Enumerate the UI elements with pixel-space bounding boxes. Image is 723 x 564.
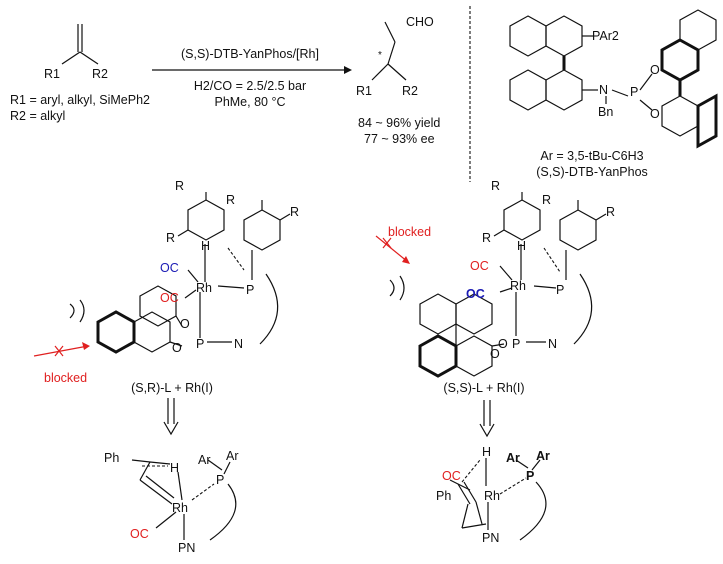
down-arrow-right (479, 400, 495, 438)
ts-left-oc: OC (130, 527, 149, 541)
ts-right-pn: PN (482, 531, 499, 545)
right-caption: (S,S)-L + Rh(I) (443, 381, 524, 395)
ligand-o-top: O (650, 63, 660, 77)
ts-left-pn: PN (178, 541, 195, 555)
ts-left-ph: Ph (104, 451, 119, 465)
transition-state-right: OC H Ar Ar P Ph Rh PN (436, 445, 550, 545)
ar-definition: Ar = 3,5-tBu-C6H3 (540, 149, 643, 163)
left-caption: (S,R)-L + Rh(I) (131, 381, 213, 395)
right-blocked: blocked (388, 225, 431, 239)
right-p-top: P (556, 283, 564, 297)
ts-left-rh: Rh (172, 501, 188, 515)
ts-left-ar-1: Ar (198, 453, 211, 467)
gas-conditions: H2/CO = 2.5/2.5 bar (194, 79, 306, 93)
product-r2: R2 (402, 84, 418, 98)
left-r-3: R (226, 193, 235, 207)
ligand-p: P (630, 85, 638, 99)
right-oc-1: OC (470, 259, 489, 273)
ligand-par2: PAr2 (592, 29, 619, 43)
right-o-2: O (490, 347, 500, 361)
right-r-1: R (491, 179, 500, 193)
ts-left-h: H (170, 461, 179, 475)
ligand-name: (S,S)-DTB-YanPhos (536, 165, 648, 179)
ee-range: 77 ~ 93% ee (364, 132, 435, 146)
substrate-r2: R2 (92, 67, 108, 81)
right-p-bottom: P (512, 337, 520, 351)
r2-definition: R2 = alkyl (10, 109, 65, 123)
right-r-4: R (606, 205, 615, 219)
left-p-top: P (246, 283, 254, 297)
solvent-temperature: PhMe, 80 °C (214, 95, 285, 109)
right-rh: Rh (510, 279, 526, 293)
left-rh: Rh (196, 281, 212, 295)
r1-definition: R1 = aryl, alkyl, SiMePh2 (10, 93, 150, 107)
left-n: N (234, 337, 243, 351)
ligand-structure: PAr2 N P O O Bn (509, 9, 718, 149)
right-h: H (517, 239, 526, 253)
right-o-1: O (498, 337, 508, 351)
yield-range: 84 ~ 96% yield (358, 116, 440, 130)
ts-right-h: H (482, 445, 491, 459)
transition-state-left: Ph H Ar Ar P Rh OC PN (104, 449, 239, 555)
left-r-2: R (166, 231, 175, 245)
ligand-o-bottom: O (650, 107, 660, 121)
left-o-2: O (172, 341, 182, 355)
ligand-bn: Bn (598, 105, 613, 119)
left-oc-1: OC (160, 261, 179, 275)
left-o-1: O (180, 317, 190, 331)
ts-left-p: P (216, 473, 224, 487)
ts-right-rh: Rh (484, 489, 500, 503)
ts-right-ar-1: Ar (506, 451, 520, 465)
ts-right-ar-2: Ar (536, 449, 550, 463)
left-oc-2: OC (160, 291, 179, 305)
stereocenter-star: * (378, 50, 382, 61)
right-r-3: R (542, 193, 551, 207)
left-h: H (201, 239, 210, 253)
product-aldehyde: CHO * R1 R2 (356, 15, 434, 98)
ts-right-oc: OC (442, 469, 461, 483)
product-cho: CHO (406, 15, 434, 29)
ts-right-ph: Ph (436, 489, 451, 503)
complex-right: R R R R H OC OC Rh P O O P N blocked (375, 179, 615, 378)
right-oc-2: OC (466, 287, 485, 301)
complex-left: R R R R H OC OC Rh P O O P N blocked (33, 179, 299, 385)
substrate-alkene: R1 R2 (44, 24, 108, 81)
catalyst-label: (S,S)-DTB-YanPhos/[Rh] (181, 47, 319, 61)
reaction-arrow (152, 66, 352, 74)
ts-right-p: P (526, 469, 534, 483)
left-r-4: R (290, 205, 299, 219)
left-r-1: R (175, 179, 184, 193)
ligand-n: N (599, 83, 608, 97)
product-r1: R1 (356, 84, 372, 98)
right-r-2: R (482, 231, 491, 245)
substrate-r1: R1 (44, 67, 60, 81)
down-arrow-left (163, 398, 179, 436)
right-n: N (548, 337, 557, 351)
left-p-bottom: P (196, 337, 204, 351)
ts-left-ar-2: Ar (226, 449, 239, 463)
left-blocked: blocked (44, 371, 87, 385)
